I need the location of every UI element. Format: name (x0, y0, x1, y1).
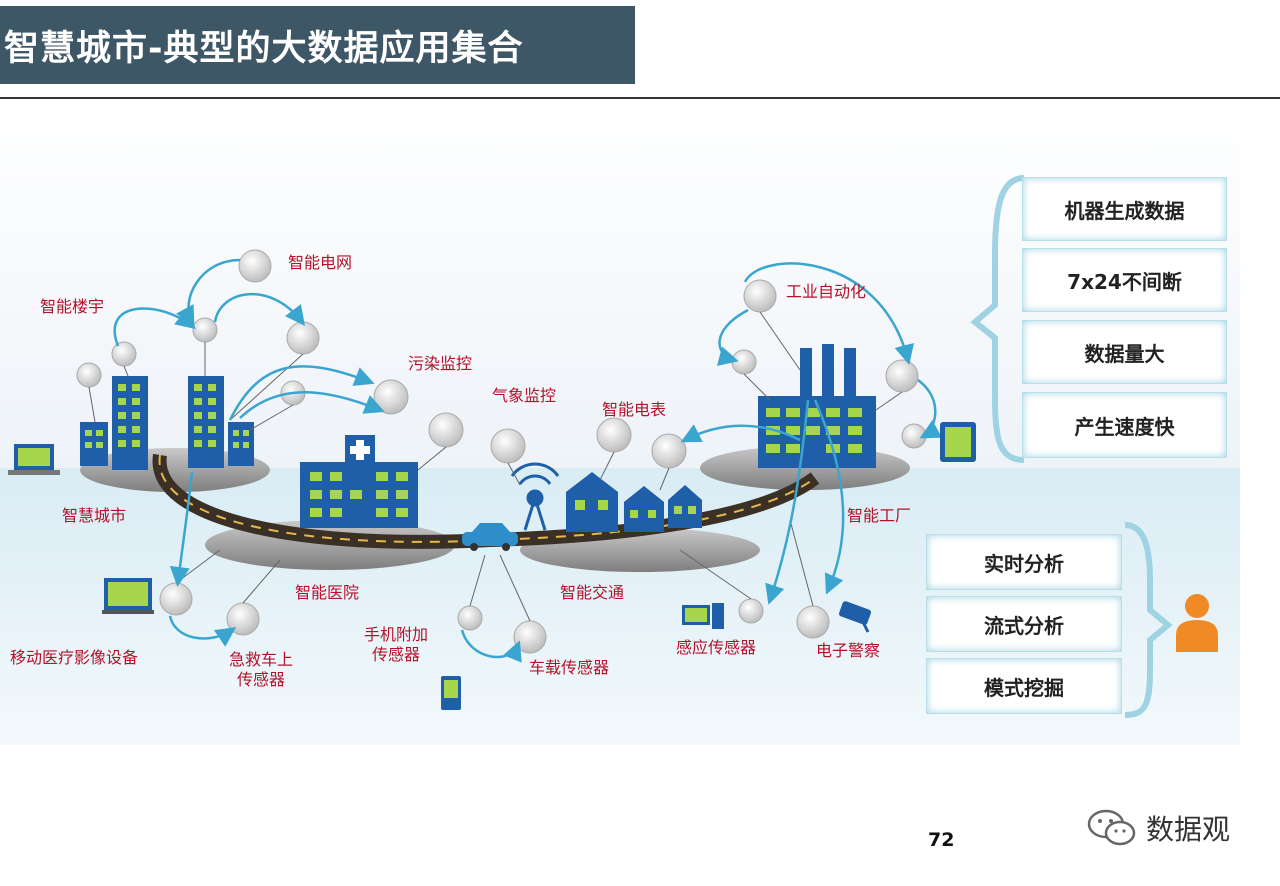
monitor-icon (102, 578, 154, 614)
sensor-links (88, 311, 903, 622)
trait-high-velocity: 产生速度快 (1022, 392, 1227, 458)
label-smart-factory: 智能工厂 (847, 506, 912, 525)
label-smart-grid: 智能电网 (288, 253, 353, 272)
desktop-computer-icon (682, 603, 724, 629)
label-smart-hospital: 智能医院 (295, 583, 360, 602)
title-banner: 智慧城市-典型的大数据应用集合 (0, 6, 635, 84)
label-vehicle-sensor: 车载传感器 (529, 658, 610, 677)
radio-tower (510, 462, 560, 531)
label-pollution-monitor: 污染监控 (408, 354, 473, 373)
trait-machine-generated: 机器生成数据 (1022, 177, 1227, 241)
label-smart-meter: 智能电表 (602, 400, 667, 419)
label-weather-monitor: 气象监控 (492, 386, 557, 405)
car-icon (462, 523, 518, 551)
person-icon (1176, 594, 1218, 652)
watermark: 数据观 (1086, 808, 1230, 848)
label-induction-sensor: 感应传感器 (676, 638, 757, 657)
title-divider (0, 97, 1280, 99)
label-e-police: 电子警察 (816, 641, 881, 660)
phone-icon (441, 676, 461, 710)
label-industrial-automation: 工业自动化 (786, 282, 867, 301)
smart-city-diagram: 智能楼宇 智能电网 污染监控 气象监控 智能电表 工业自动化 智慧城市 智能医院… (0, 100, 1240, 745)
page-number: 72 (928, 829, 955, 851)
trait-large-volume: 数据量大 (1022, 320, 1227, 384)
label-ambulance-sensor: 急救车上 传感器 (229, 650, 294, 689)
label-mobile-medical-imaging: 移动医疗影像设备 (10, 648, 139, 667)
label-smart-city: 智慧城市 (62, 506, 127, 525)
analysis-bracket (1124, 522, 1173, 718)
data-flow-arrows (113, 258, 942, 663)
laptop-icon (8, 444, 60, 475)
traits-bracket (970, 175, 1025, 463)
wechat-icon (1087, 809, 1136, 846)
city-windows (85, 384, 249, 448)
page-title: 智慧城市-典型的大数据应用集合 (4, 28, 524, 69)
tablet-icon (940, 422, 976, 462)
label-smart-building: 智能楼宇 (40, 297, 105, 316)
analysis-pattern-mining: 模式挖掘 (926, 658, 1122, 714)
houses (566, 472, 702, 532)
label-smart-traffic: 智能交通 (560, 583, 625, 602)
trait-24x7: 7x24不间断 (1022, 248, 1227, 312)
hospital-building (300, 435, 418, 528)
analysis-streaming: 流式分析 (926, 596, 1122, 652)
watermark-text: 数据观 (1146, 813, 1231, 846)
city-buildings (80, 376, 254, 470)
label-phone-sensor: 手机附加 传感器 (364, 625, 429, 664)
camera-icon (839, 601, 871, 633)
analysis-realtime: 实时分析 (926, 534, 1122, 590)
